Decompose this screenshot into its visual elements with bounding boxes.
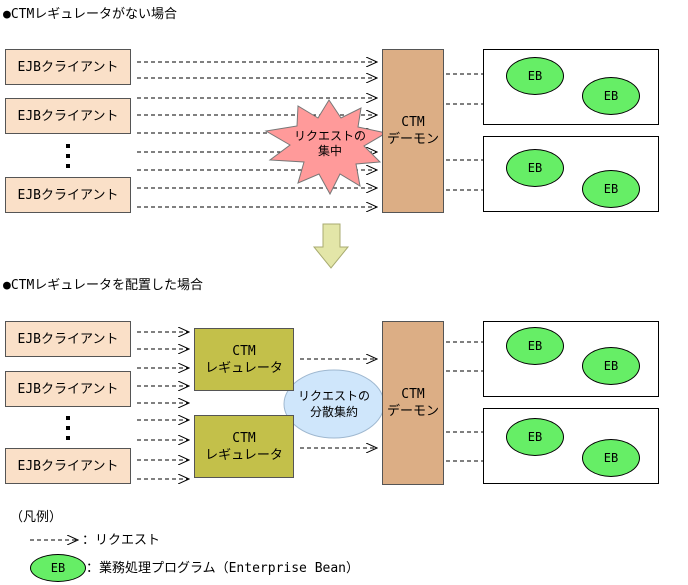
ctm-daemon-1: CTM デーモン: [382, 49, 444, 213]
cloud-label-line1: リクエストの: [297, 389, 370, 403]
regulator-label-line1: CTM: [232, 343, 256, 359]
legend-request-label: ：リクエスト: [82, 533, 161, 548]
cloud-label-line2: 分散集約: [309, 405, 358, 419]
ellipsis-dot: [66, 436, 70, 440]
eb-3: EB: [506, 149, 564, 187]
eb-8: EB: [582, 439, 640, 477]
ellipsis-dot: [66, 144, 70, 148]
eb-1: EB: [506, 57, 564, 95]
ejb-client-6: EJBクライアント: [5, 448, 131, 484]
legend-eb-label: ：業務処理プログラム（Enterprise Bean）: [86, 561, 360, 576]
request-concentration-burst: [264, 99, 388, 196]
legend-eb: EB: [30, 554, 86, 582]
burst-label: リクエストの 集中: [278, 129, 382, 159]
eb-4: EB: [582, 170, 640, 208]
eb-5: EB: [506, 327, 564, 365]
ctm-regulator-2: CTM レギュレータ: [194, 415, 294, 478]
regulator-label-line1: CTM: [232, 430, 256, 446]
ejb-client-5: EJBクライアント: [5, 371, 131, 407]
ellipsis-dot: [66, 416, 70, 420]
down-arrow: [312, 223, 350, 269]
daemon-label-line2: デーモン: [386, 132, 439, 147]
eb-7: EB: [506, 418, 564, 456]
ejb-client-3: EJBクライアント: [5, 177, 131, 213]
ejb-client-1: EJBクライアント: [5, 49, 131, 85]
daemon-label-line2: デーモン: [386, 404, 439, 419]
eb-6: EB: [582, 347, 640, 385]
ellipsis-dot: [66, 154, 70, 158]
regulator-label-line2: レギュレータ: [205, 360, 283, 376]
eb-2: EB: [582, 77, 640, 115]
daemon-label-line1: CTM: [401, 115, 425, 130]
burst-label-line1: リクエストの: [293, 129, 366, 143]
ctm-regulator-1: CTM レギュレータ: [194, 328, 294, 391]
regulator-label-line2: レギュレータ: [205, 447, 283, 463]
legend-title: （凡例）: [10, 510, 63, 525]
ejb-client-2: EJBクライアント: [5, 98, 131, 134]
burst-label-line2: 集中: [317, 144, 342, 158]
section2-heading: ●CTMレギュレータを配置した場合: [3, 278, 204, 293]
ellipsis-dot: [66, 164, 70, 168]
ellipsis-dot: [66, 426, 70, 430]
section1-heading: ●CTMレギュレータがない場合: [3, 7, 178, 22]
daemon-label-line1: CTM: [401, 387, 425, 402]
ctm-daemon-2: CTM デーモン: [382, 321, 444, 485]
cloud-label: リクエストの 分散集約: [284, 388, 384, 420]
ejb-client-4: EJBクライアント: [5, 321, 131, 357]
